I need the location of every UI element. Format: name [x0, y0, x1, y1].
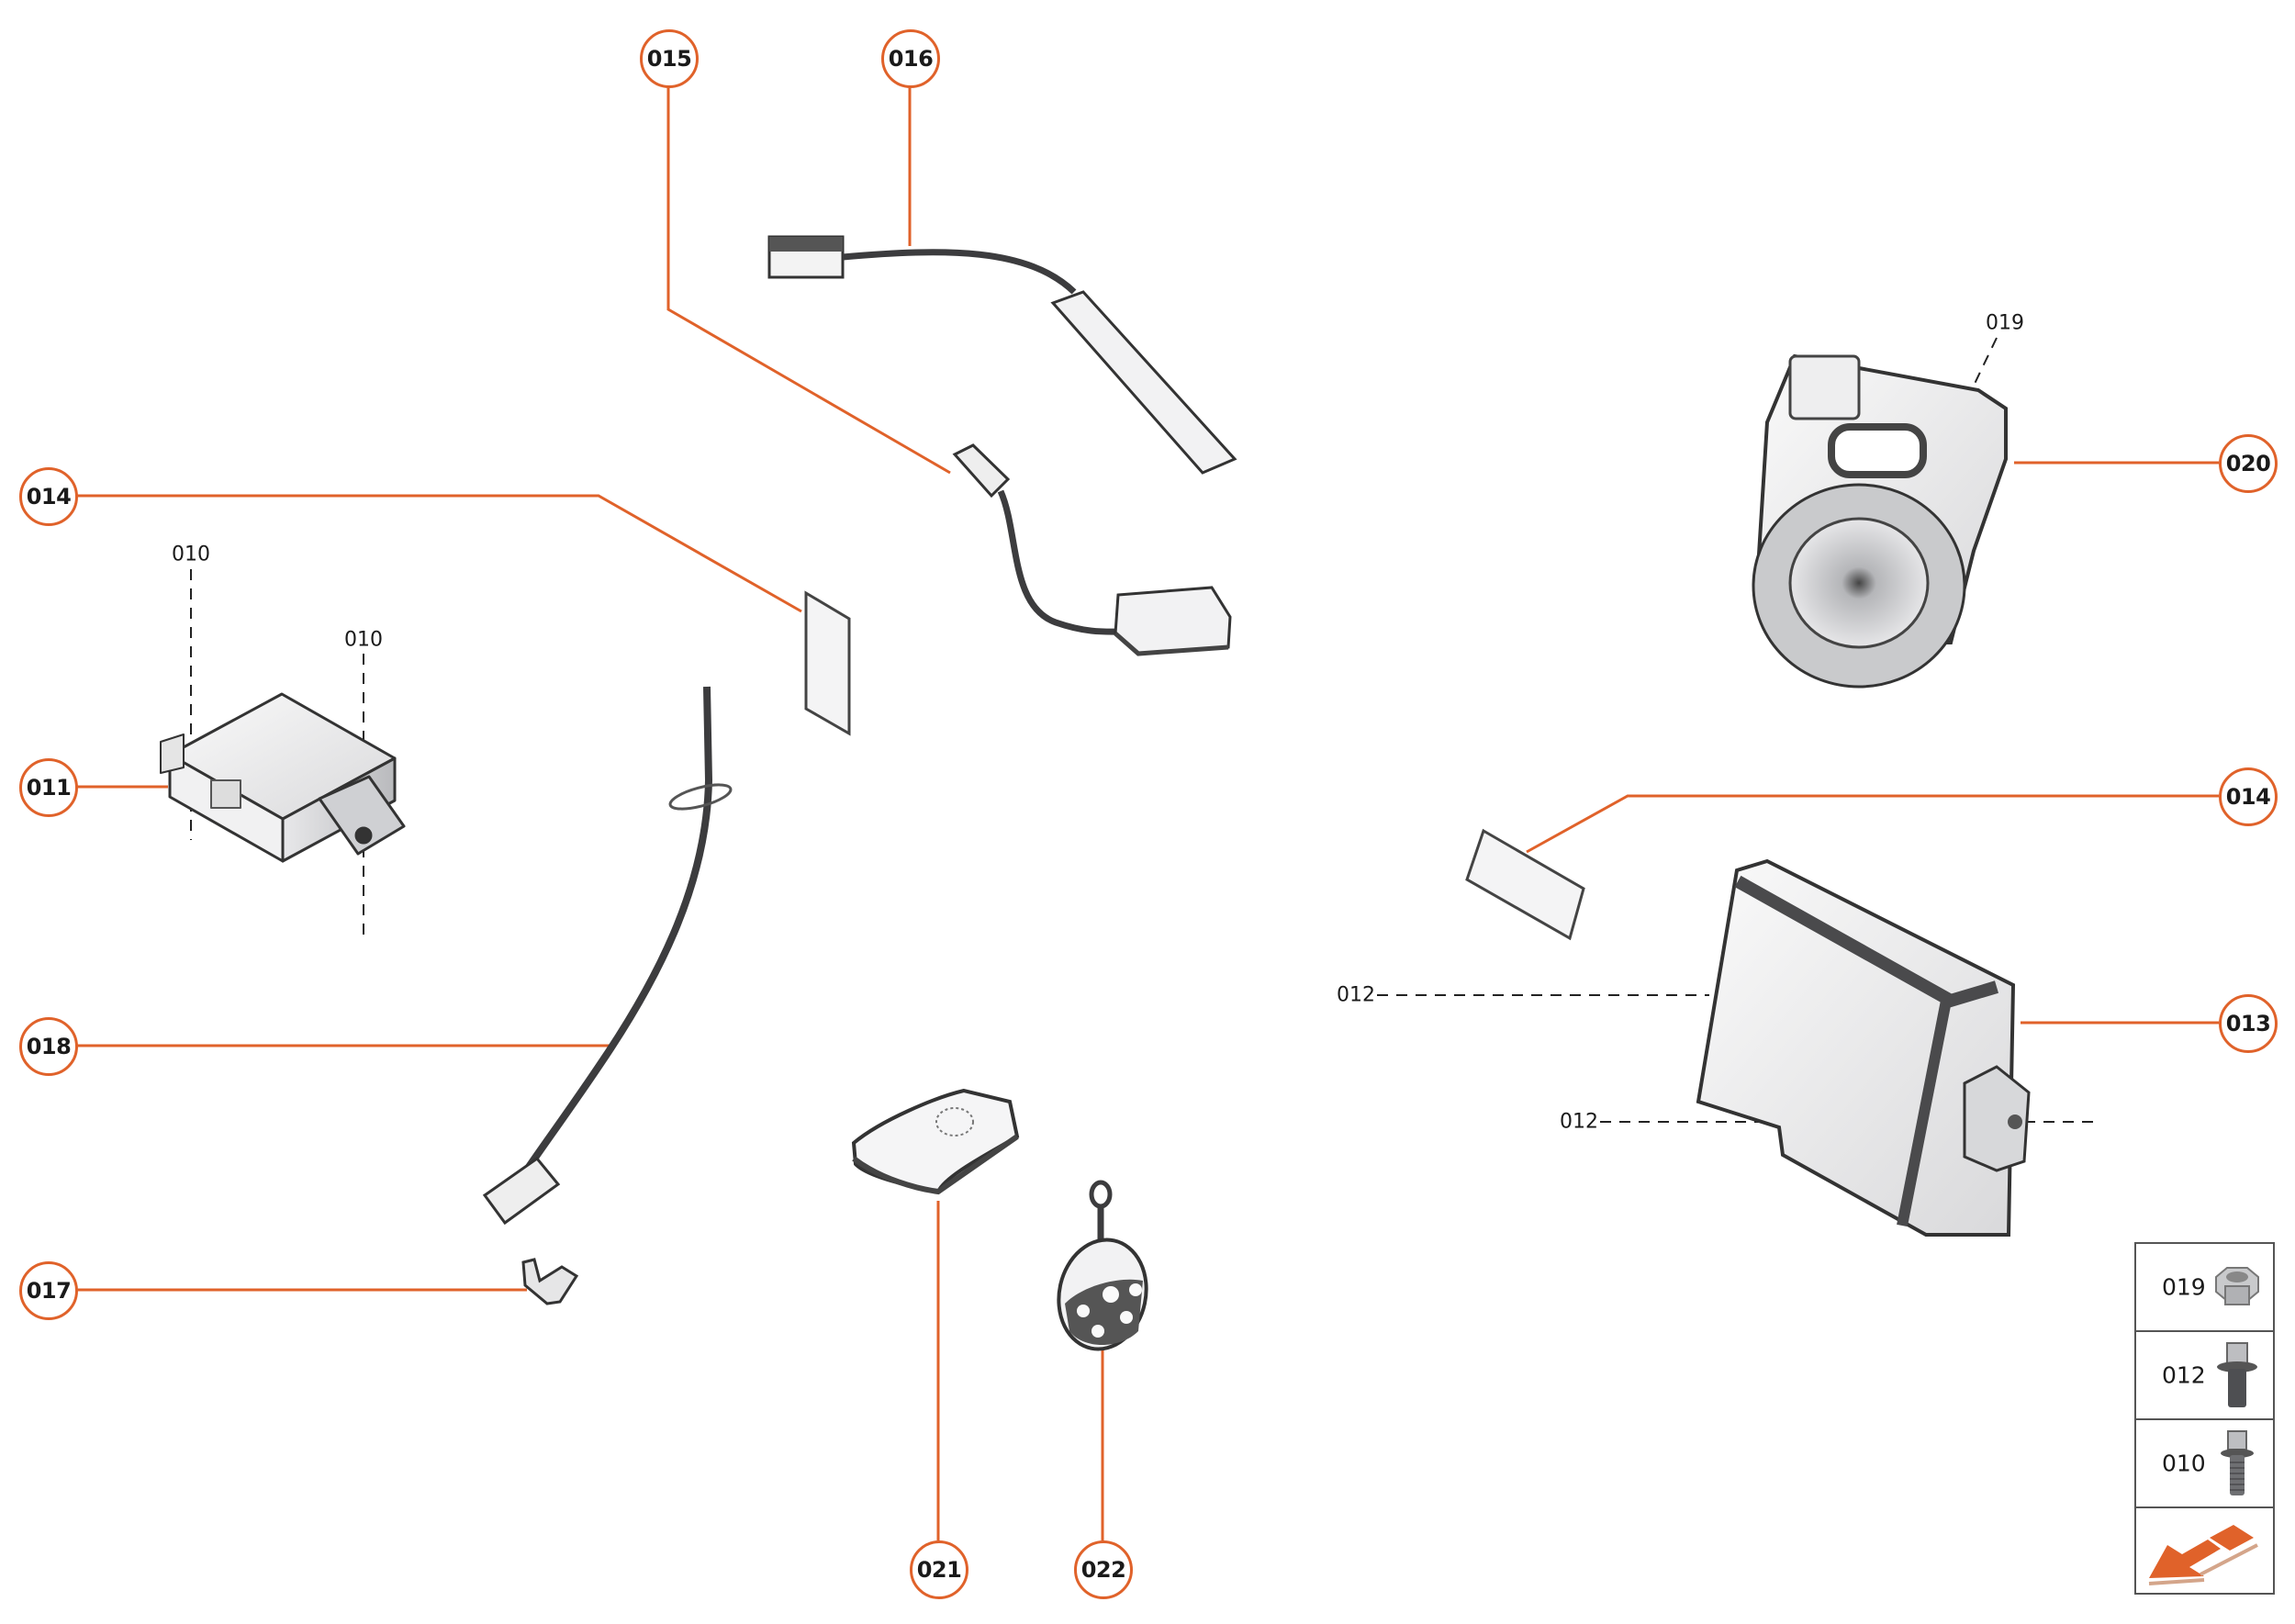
legend-row-019[interactable]: 019: [2136, 1244, 2273, 1332]
fastener-legend: 019 012 010: [2134, 1242, 2275, 1595]
part-017-clip[interactable]: [521, 1258, 579, 1305]
ref-label-012-b: 012: [1560, 1110, 1598, 1134]
ref-label-010-a: 010: [172, 543, 210, 566]
legend-row-direction: [2136, 1508, 2273, 1596]
part-015-antenna-puck[interactable]: [952, 443, 1232, 656]
part-020-siren[interactable]: [1752, 353, 2008, 689]
leader-015: [666, 86, 951, 475]
legend-label: 010: [2162, 1450, 2206, 1477]
legend-row-012[interactable]: 012: [2136, 1332, 2273, 1420]
legend-label: 012: [2162, 1361, 2206, 1389]
flange-nut-icon: [2215, 1267, 2259, 1305]
legend-label: 019: [2162, 1273, 2206, 1301]
part-014-adhesive-pad-right[interactable]: [1465, 828, 1585, 941]
hex-bolt-threaded-icon: [2221, 1430, 2254, 1495]
ref-label-019: 019: [1986, 311, 2024, 335]
callout-015[interactable]: 015: [640, 29, 699, 88]
callout-017[interactable]: 017: [19, 1261, 78, 1320]
leader-lines: [76, 86, 2219, 1540]
callout-020[interactable]: 020: [2219, 434, 2278, 493]
callout-021[interactable]: 021: [910, 1540, 968, 1599]
part-011-control-module[interactable]: [160, 692, 406, 863]
ref-label-012-a: 012: [1337, 983, 1375, 1007]
part-013-control-unit[interactable]: [1696, 858, 2031, 1237]
leader-014-left: [76, 494, 802, 613]
ref-line-019: [1973, 337, 1998, 386]
view-direction-arrow-icon: [2148, 1525, 2258, 1585]
leader-014-right: [1526, 794, 2219, 854]
callout-014-left[interactable]: 014: [19, 467, 78, 526]
callout-018[interactable]: 018: [19, 1017, 78, 1076]
part-016-antenna-bar[interactable]: [767, 235, 1237, 475]
callout-011[interactable]: 011: [19, 758, 78, 817]
callout-022[interactable]: 022: [1074, 1540, 1133, 1599]
ref-label-010-b: 010: [344, 628, 383, 652]
callout-014-right[interactable]: 014: [2219, 767, 2278, 826]
hex-bolt-smooth-icon: [2217, 1342, 2257, 1407]
callout-013[interactable]: 013: [2219, 994, 2278, 1053]
callout-016[interactable]: 016: [881, 29, 940, 88]
part-018-sensor-cable[interactable]: [482, 686, 733, 1226]
part-022-key-fob[interactable]: [1049, 1180, 1157, 1357]
part-021-key-card[interactable]: [851, 1088, 1020, 1195]
part-014-adhesive-pad-left[interactable]: [804, 590, 851, 736]
legend-row-010[interactable]: 010: [2136, 1420, 2273, 1508]
